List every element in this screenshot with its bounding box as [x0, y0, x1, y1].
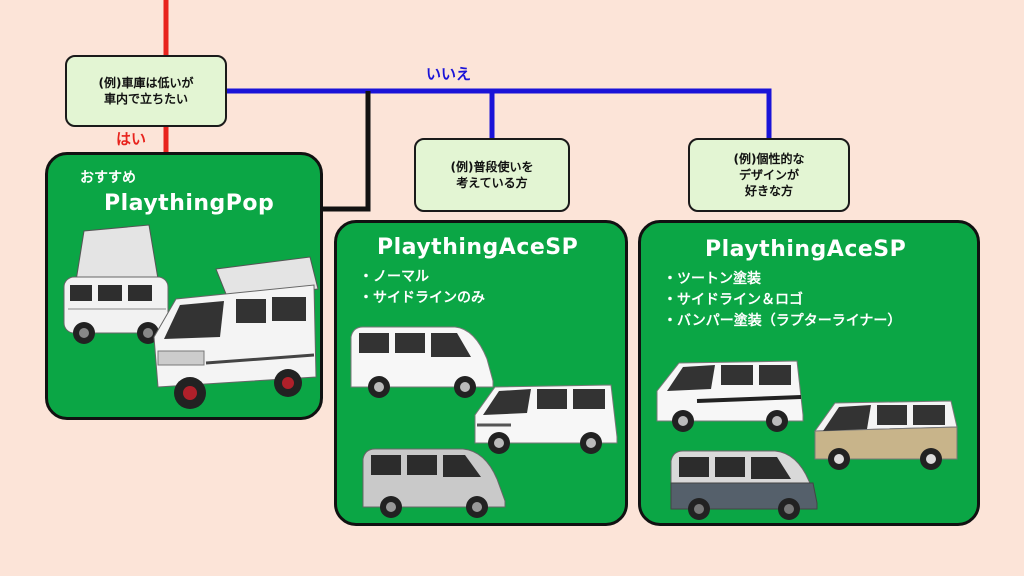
- card-title: PlaythingPop: [104, 191, 275, 216]
- card-playthingpop: おすすめ PlaythingPop: [45, 152, 323, 420]
- no-path: [226, 88, 772, 139]
- question-main-box: (例)車庫は低いが 車内で立ちたい: [65, 55, 227, 127]
- list-item: バンパー塗装（ラプターライナー）: [663, 311, 901, 332]
- yes-label: はい: [116, 130, 147, 148]
- list-item: サイドライン＆ロゴ: [663, 290, 901, 311]
- van-pop-front-image: [153, 256, 319, 409]
- van-pop-roof-up-image: [63, 224, 169, 344]
- question-everyday-box: (例)普段使いを 考えている方: [414, 138, 570, 212]
- list-item: サイドラインのみ: [359, 288, 485, 309]
- no-label: いいえ: [426, 65, 472, 83]
- card-title: PlaythingAceSP: [377, 235, 579, 260]
- card-playthingacesp-design: PlaythingAceSP ツートン塗装 サイドライン＆ロゴ バンパー塗装（ラ…: [638, 220, 980, 526]
- option-list: ツートン塗装 サイドライン＆ロゴ バンパー塗装（ラプターライナー）: [663, 269, 901, 332]
- van-silver-side-image: [362, 448, 506, 518]
- van-white-front-image: [474, 384, 618, 454]
- van-white-side-image: [350, 326, 494, 398]
- card-title: PlaythingAceSP: [705, 237, 907, 262]
- van-two-tone-beige-image: [814, 400, 958, 470]
- recommended-tag: おすすめ: [80, 170, 136, 186]
- van-two-tone-gray-image: [670, 450, 818, 520]
- list-item: ツートン塗装: [663, 269, 901, 290]
- van-white-logo-image: [656, 360, 804, 432]
- everyday-connector: [322, 91, 371, 212]
- list-item: ノーマル: [359, 267, 485, 288]
- card-playthingacesp-normal: PlaythingAceSP ノーマル サイドラインのみ: [334, 220, 628, 526]
- question-design-box: (例)個性的な デザインが 好きな方: [688, 138, 850, 212]
- option-list: ノーマル サイドラインのみ: [359, 267, 485, 309]
